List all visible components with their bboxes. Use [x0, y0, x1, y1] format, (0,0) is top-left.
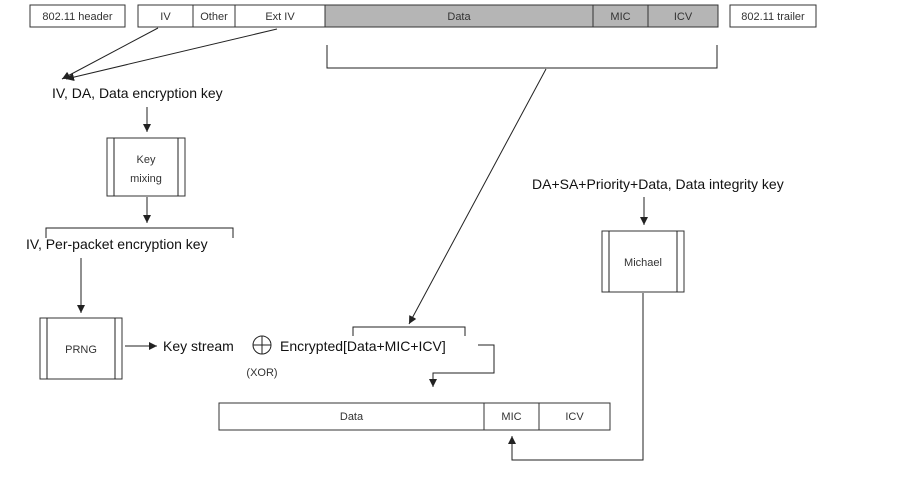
key-mixing-box: Key mixing	[106, 137, 186, 197]
michael-to-mic-arrow	[508, 293, 644, 461]
icv-label: ICV	[674, 11, 693, 23]
prng-box: PRNG	[39, 317, 123, 380]
bottom-data-field	[218, 402, 485, 431]
header-label: 802.11 header	[42, 11, 112, 23]
bottom-data-label: Data	[340, 411, 364, 423]
top-frame: 802.11 header IV Other Ext IV Data MIC I…	[29, 4, 817, 28]
icv-field	[647, 4, 719, 28]
ext-iv-label: Ext IV	[265, 11, 295, 23]
prng-label: PRNG	[65, 344, 97, 356]
top-data-bracket	[326, 45, 718, 69]
bottom-icv-label: ICV	[565, 411, 584, 423]
iv-arrow	[61, 27, 159, 80]
per-packet-bracket	[45, 227, 234, 238]
michael-label: Michael	[624, 257, 662, 269]
mic-label: MIC	[610, 11, 630, 23]
trailer-field	[729, 4, 817, 28]
key-mixing-line2: mixing	[130, 173, 162, 185]
bottom-frame: Data MIC ICV	[218, 402, 611, 431]
bottom-icv-field	[538, 402, 611, 431]
encrypted-bracket	[352, 326, 466, 336]
ext-iv-arrow	[65, 28, 278, 82]
encrypted-to-frame-arrow	[429, 344, 495, 387]
michael-input-label: DA+SA+Priority+Data, Data integrity key	[532, 176, 784, 192]
per-packet-key-label: IV, Per-packet encryption key	[26, 236, 208, 252]
xor-label: (XOR)	[246, 367, 277, 379]
trailer-label: 802.11 trailer	[741, 11, 805, 23]
bottom-mic-field	[483, 402, 540, 431]
other-label: Other	[200, 11, 228, 23]
encrypted-label: Encrypted[Data+MIC+ICV]	[280, 338, 446, 354]
xor-icon	[252, 335, 272, 355]
michael-box: Michael	[601, 230, 685, 293]
header-field	[29, 4, 126, 28]
iv-label: IV	[160, 11, 171, 23]
iv-da-key-label: IV, DA, Data encryption key	[52, 85, 223, 101]
data-label: Data	[447, 11, 471, 23]
key-mixing-line1: Key	[137, 154, 156, 166]
key-stream-label: Key stream	[163, 338, 234, 354]
data-to-encrypted-arrow	[408, 68, 547, 325]
bottom-mic-label: MIC	[501, 411, 521, 423]
